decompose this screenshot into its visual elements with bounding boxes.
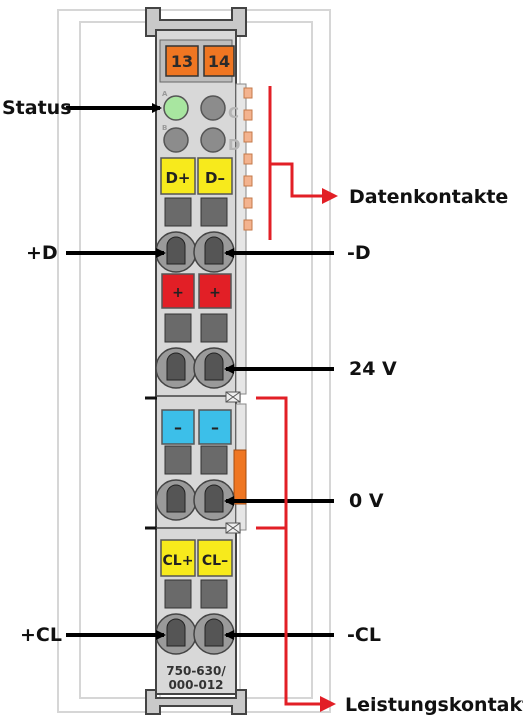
d-plus-label: D+: [165, 169, 190, 187]
channel-14-label: 14: [208, 52, 230, 71]
clamp-group-24v: [155, 313, 235, 389]
led-b: [163, 127, 189, 153]
plus-d-label: +D: [26, 242, 58, 264]
clamp-group-d: [155, 197, 235, 273]
leistungskontakte-bracket: [256, 396, 320, 706]
clamp-group-cl: [155, 579, 235, 655]
led-letter-b: B: [162, 124, 167, 132]
supply-minus-labels: – –: [161, 409, 232, 445]
data-contact-labels: D+ D–: [160, 157, 233, 195]
part-number-line-1: 750-630/: [166, 664, 226, 678]
v24-label: 24 V: [349, 358, 397, 380]
channel-number-tabs: 13 14: [159, 39, 235, 83]
minus-cl-label: -CL: [347, 624, 381, 646]
power-jumper: [233, 449, 247, 505]
led-c: [200, 95, 226, 121]
cl-minus-label: CL–: [202, 553, 228, 569]
leistungskontakte-arrowhead: [320, 696, 336, 712]
channel-13-tab: [165, 45, 199, 77]
channel-14-tab: [203, 45, 235, 77]
supply-plus-left-label: +: [172, 285, 184, 301]
cl-plus-label: CL+: [163, 553, 194, 569]
clamp-group-0v: [155, 445, 235, 521]
plus-cl-label: +CL: [20, 624, 62, 646]
minus-d-label: -D: [347, 242, 371, 264]
channel-13-label: 13: [171, 52, 193, 71]
separator-marks: [145, 391, 241, 534]
part-number-line-2: 000-012: [168, 678, 223, 692]
datenkontakte-arrowhead: [322, 188, 338, 204]
d-minus-label: D–: [205, 169, 225, 187]
supply-plus-labels: + +: [161, 273, 232, 309]
datenkontakte-bracket: [268, 86, 322, 240]
leistungskontakte-label: Leistungskontakte: [345, 694, 523, 716]
supply-minus-right-label: –: [211, 418, 219, 437]
data-contact-pins: [243, 87, 253, 231]
led-letter-a: A: [162, 90, 168, 98]
led-a-green: [163, 95, 189, 121]
led-letter-d: D: [228, 136, 240, 154]
callout-arrows: [66, 103, 334, 640]
status-label: Status: [2, 97, 72, 119]
status-leds: A C B D: [162, 90, 240, 154]
supply-minus-left-label: –: [174, 418, 182, 437]
led-d: [200, 127, 226, 153]
v0-label: 0 V: [349, 490, 384, 512]
supply-plus-right-label: +: [209, 285, 221, 301]
led-letter-c: C: [228, 104, 239, 122]
cl-contact-labels: CL+ CL–: [160, 539, 233, 577]
datenkontakte-label: Datenkontakte: [349, 186, 509, 208]
